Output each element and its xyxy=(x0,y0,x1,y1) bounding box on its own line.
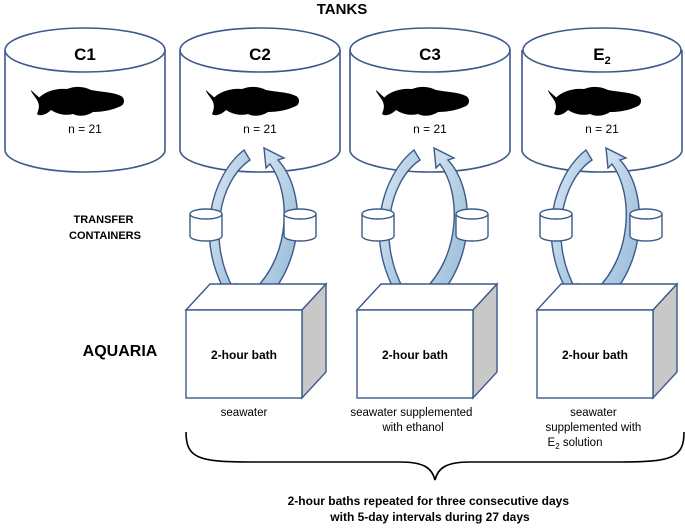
page-title: TANKS xyxy=(317,1,368,18)
aquarium-ethanol: 2-hour bath xyxy=(355,282,499,400)
tank-count: n = 21 xyxy=(243,122,277,136)
tank-label: C3 xyxy=(419,45,441,64)
transfer-container xyxy=(455,208,489,242)
transfer-container xyxy=(361,208,395,242)
tank-count: n = 21 xyxy=(68,122,102,136)
footer-note: 2-hour baths repeated for three consecut… xyxy=(288,494,573,524)
transfer-container xyxy=(189,208,223,242)
tank-c3: C3 n = 21 xyxy=(349,27,511,173)
tank-c2: C2 n = 21 xyxy=(179,27,341,173)
aquarium-caption: seawater xyxy=(221,407,268,419)
tank-e2: E2 n = 21 xyxy=(521,27,683,173)
tank-label: C2 xyxy=(249,45,271,64)
tank-count: n = 21 xyxy=(413,122,447,136)
aquaria-label: AQUARIA xyxy=(83,343,158,360)
bath-label: 2-hour bath xyxy=(211,348,277,362)
aquarium-caption: seawater supplemented with ethanol xyxy=(350,407,475,434)
aquarium-caption: seawater supplemented with E2 solution xyxy=(545,407,644,451)
aquarium-seawater: 2-hour bath xyxy=(184,282,328,400)
transfer-container xyxy=(629,208,663,242)
transfer-containers-label: TRANSFER CONTAINERS xyxy=(69,214,141,242)
bath-label: 2-hour bath xyxy=(382,348,448,362)
aquarium-e2: 2-hour bath xyxy=(535,282,679,400)
transfer-container xyxy=(283,208,317,242)
tank-label: C1 xyxy=(74,45,96,64)
transfer-containers xyxy=(189,208,663,242)
tank-count: n = 21 xyxy=(585,122,619,136)
bath-label: 2-hour bath xyxy=(562,348,628,362)
transfer-container xyxy=(539,208,573,242)
transfer-loop-c3 xyxy=(378,146,469,305)
tank-c1: C1 n = 21 xyxy=(4,27,166,173)
brace xyxy=(185,431,685,481)
tank-label: E2 xyxy=(593,45,610,67)
